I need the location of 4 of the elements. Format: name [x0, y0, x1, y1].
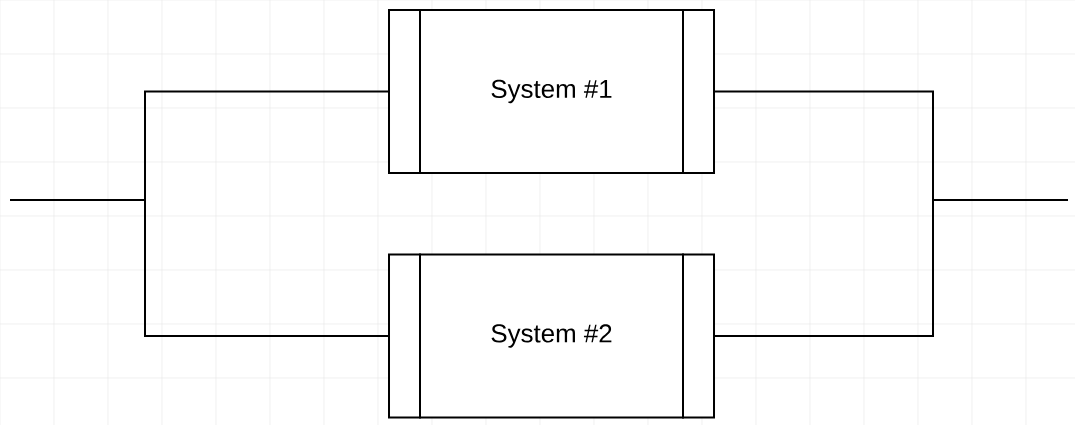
process-box: System #2 — [388, 252, 715, 420]
connector-line — [9, 199, 389, 337]
process-box: System #1 — [388, 8, 715, 175]
connector-line — [714, 199, 1069, 337]
